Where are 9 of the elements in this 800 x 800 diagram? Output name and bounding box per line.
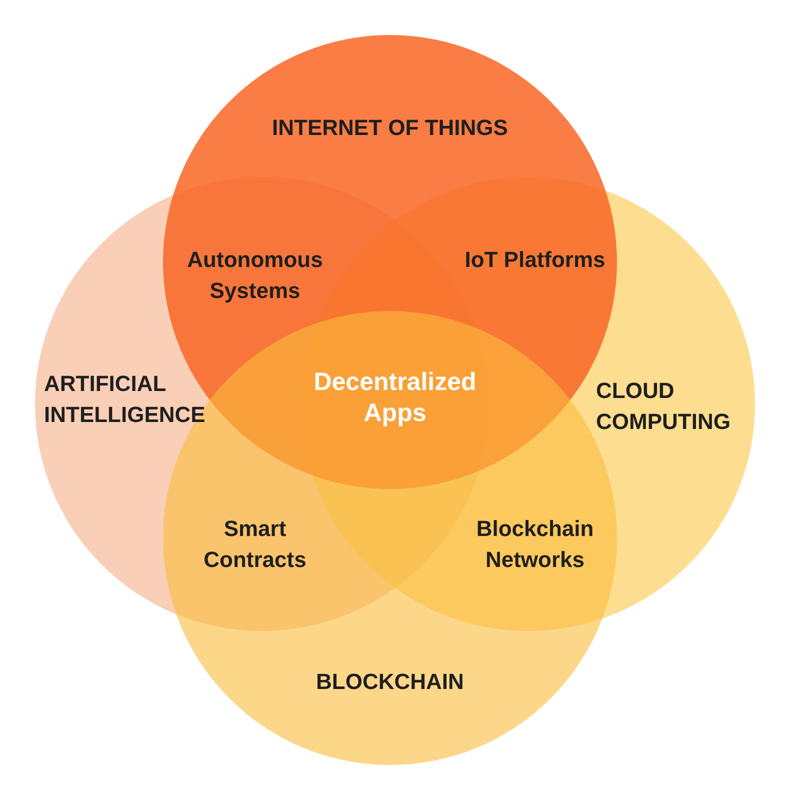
circle-title: CLOUD COMPUTING: [596, 377, 732, 436]
overlap-label: Decentralized Apps: [312, 367, 478, 429]
overlap-label: IoT Platforms: [464, 246, 606, 274]
circle-title: INTERNET OF THINGS: [271, 114, 509, 142]
circle-title: BLOCKCHAIN: [315, 668, 465, 696]
overlap-label: Autonomous Systems: [186, 246, 324, 305]
overlap-label: Blockchain Networks: [475, 515, 595, 574]
overlap-label: Smart Contracts: [202, 515, 308, 574]
circle-title: ARTIFICIAL INTELLIGENCE: [44, 370, 206, 429]
